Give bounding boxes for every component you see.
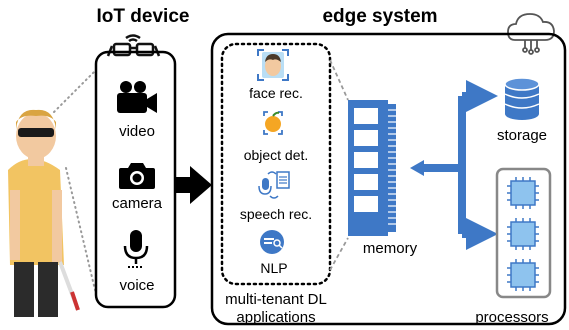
speech-rec-label: speech rec. bbox=[240, 206, 312, 222]
microphone-icon bbox=[123, 230, 149, 268]
processor-chip-icon-2 bbox=[507, 218, 539, 250]
voice-label: voice bbox=[119, 277, 154, 294]
zoom-line-bottom bbox=[65, 167, 97, 295]
memory-label: memory bbox=[363, 240, 418, 257]
face-scan-icon bbox=[257, 49, 289, 81]
apple-detection-icon bbox=[263, 111, 283, 135]
apps-caption-line2: applications bbox=[236, 309, 315, 326]
device-to-edge-arrow bbox=[175, 166, 212, 204]
object-det-label: object det. bbox=[244, 147, 309, 163]
photo-camera-icon bbox=[119, 163, 155, 189]
apps-memory-link-bottom bbox=[329, 237, 349, 271]
nlp-label: NLP bbox=[260, 260, 287, 276]
processor-chip-icon-3 bbox=[507, 259, 539, 291]
storage-label: storage bbox=[497, 127, 547, 144]
iot-device-title: IoT device bbox=[97, 6, 190, 27]
processors-group bbox=[495, 167, 552, 299]
apps-memory-link-top bbox=[329, 59, 349, 101]
speech-to-text-icon bbox=[258, 171, 290, 199]
nlp-icon bbox=[260, 230, 284, 254]
cloud-circuit-icon bbox=[507, 13, 555, 55]
memory-arrow-head bbox=[410, 160, 424, 176]
face-rec-label: face rec. bbox=[249, 85, 303, 101]
video-camera-icon bbox=[117, 81, 157, 113]
blind-user-figure bbox=[8, 109, 80, 317]
memory-module-icon bbox=[348, 100, 396, 236]
edge-system-panel bbox=[210, 32, 567, 326]
memory-data-arrows bbox=[420, 80, 498, 250]
processor-chip-icon-1 bbox=[507, 177, 539, 209]
storage-database-icon bbox=[504, 77, 540, 120]
apps-caption-line1: multi-tenant DL bbox=[225, 291, 327, 308]
processors-label: processors bbox=[475, 309, 548, 326]
camera-label: camera bbox=[112, 195, 163, 212]
edge-system-title: edge system bbox=[322, 6, 437, 27]
video-label: video bbox=[119, 123, 155, 140]
zoom-line-top bbox=[53, 69, 97, 113]
